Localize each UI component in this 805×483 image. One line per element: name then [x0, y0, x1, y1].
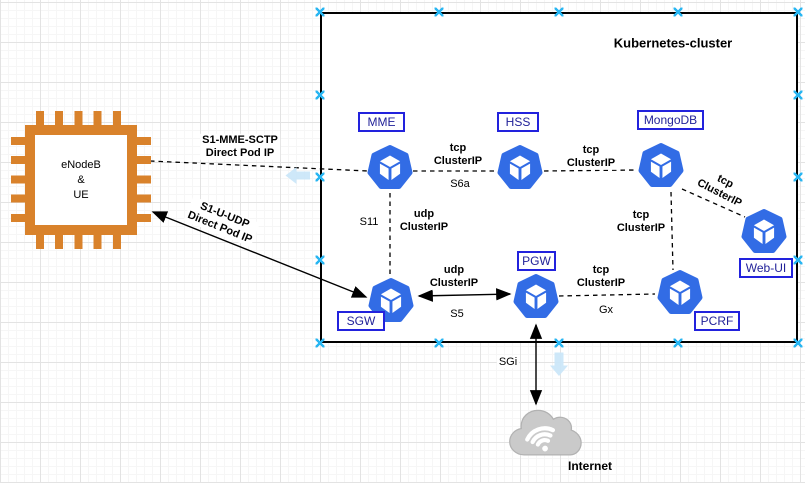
connection-point-icon[interactable]: [673, 338, 683, 348]
pod-mme[interactable]: [366, 144, 414, 192]
edge-label-mme-hss: tcp ClusterIP: [431, 141, 485, 169]
connection-point-icon[interactable]: [554, 7, 564, 17]
kubernetes-pod-icon: [512, 273, 560, 321]
enodeb-label-line2: &: [77, 173, 85, 186]
pod-pgw[interactable]: [512, 273, 560, 321]
interface-label-s6a: S6a: [448, 178, 472, 190]
interface-label-s5: S5: [448, 308, 466, 320]
interface-label-s11: S11: [357, 216, 381, 228]
kubernetes-pod-icon: [366, 144, 414, 192]
connection-point-icon[interactable]: [315, 338, 325, 348]
connection-point-icon[interactable]: [793, 90, 803, 100]
pod-hss[interactable]: [496, 144, 544, 192]
connection-point-icon[interactable]: [315, 7, 325, 17]
node-label-mme[interactable]: MME: [358, 112, 405, 132]
edge-label-s1-mme: S1-MME-SCTP Direct Pod IP: [200, 133, 280, 161]
edge-label-pgw-pcrf: tcp ClusterIP: [574, 263, 628, 291]
connection-point-icon[interactable]: [315, 90, 325, 100]
connection-point-icon[interactable]: [673, 7, 683, 17]
cluster-title: Kubernetes-cluster: [613, 35, 733, 51]
edge-label-sgw-pgw: udp ClusterIP: [427, 263, 481, 291]
interface-label-sgi: SGi: [496, 356, 520, 368]
pod-webui[interactable]: [740, 208, 788, 256]
pod-mongodb[interactable]: [637, 142, 685, 190]
enodeb-label-line3: UE: [73, 188, 89, 201]
internet-cloud[interactable]: [503, 403, 587, 463]
connection-point-icon[interactable]: [793, 255, 803, 265]
kubernetes-pod-icon: [637, 142, 685, 190]
node-label-webui[interactable]: Web-UI: [739, 258, 793, 278]
edge-label-mme-sgw: udp ClusterIP: [397, 207, 451, 235]
connection-point-icon[interactable]: [793, 338, 803, 348]
internet-label: Internet: [567, 459, 613, 473]
connection-point-icon[interactable]: [315, 255, 325, 265]
hint-arrow-left-icon[interactable]: [285, 167, 311, 184]
kubernetes-pod-icon: [496, 144, 544, 192]
wifi-icon: [525, 426, 556, 452]
connection-point-icon[interactable]: [434, 7, 444, 17]
kubernetes-pod-icon: [656, 269, 704, 317]
edge-label-hss-mongodb: tcp ClusterIP: [564, 143, 618, 171]
node-label-pgw[interactable]: PGW: [517, 251, 556, 271]
chip-pins-top-icon: [36, 111, 132, 126]
chip-pins-bottom-icon: [36, 234, 132, 249]
chip-pins-right-icon: [136, 137, 151, 233]
connection-point-icon[interactable]: [793, 7, 803, 17]
connection-point-icon[interactable]: [315, 172, 325, 182]
node-label-sgw[interactable]: SGW: [337, 311, 385, 331]
connection-point-icon[interactable]: [793, 172, 803, 182]
edge-label-mongodb-pcrf: tcp ClusterIP: [614, 208, 668, 236]
node-label-pcrf[interactable]: PCRF: [694, 311, 740, 331]
edge-label-s1-u: S1-U-UDP Direct Pod IP: [183, 196, 261, 248]
kubernetes-pod-icon: [740, 208, 788, 256]
chip-icon: eNodeB & UE: [25, 125, 137, 235]
interface-label-gx: Gx: [596, 304, 616, 316]
node-label-hss[interactable]: HSS: [497, 112, 539, 132]
chip-pins-left-icon: [11, 137, 26, 233]
hint-arrow-down-icon[interactable]: [550, 352, 568, 377]
connection-point-icon[interactable]: [554, 338, 564, 348]
node-label-mongodb[interactable]: MongoDB: [637, 110, 704, 130]
pod-pcrf[interactable]: [656, 269, 704, 317]
connection-point-icon[interactable]: [434, 338, 444, 348]
enodeb-label-line1: eNodeB: [61, 158, 101, 171]
